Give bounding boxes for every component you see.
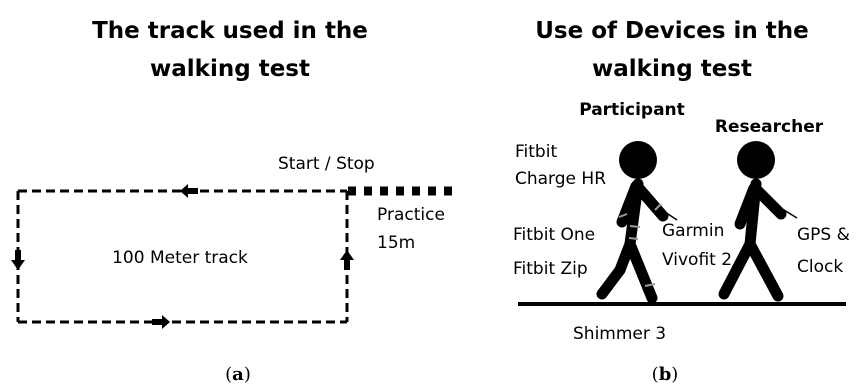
panel-b-title-line1: Use of Devices in the bbox=[535, 18, 809, 44]
fitbit-one-label: Fitbit One bbox=[513, 225, 595, 245]
garmin-marker bbox=[654, 203, 662, 211]
garmin-label-line1: Garmin bbox=[662, 221, 724, 241]
researcher-label: Researcher bbox=[715, 117, 824, 137]
participant-arm-front bbox=[631, 180, 669, 222]
arrow-icon bbox=[152, 315, 170, 329]
fitbit-one-marker bbox=[629, 225, 641, 228]
participant-leg-front bbox=[624, 238, 658, 304]
participant-leg-back-shin bbox=[596, 264, 626, 300]
gps-label-line1: GPS & bbox=[797, 225, 850, 245]
panel-a-title-line2: walking test bbox=[150, 56, 310, 82]
device-markers bbox=[618, 203, 662, 287]
practice-label-line1: Practice bbox=[377, 205, 445, 225]
shimmer-marker bbox=[644, 283, 656, 287]
track-outline bbox=[16, 189, 349, 324]
panel-b-caption: (b) bbox=[652, 364, 679, 385]
panel-a-title-line1: The track used in the bbox=[92, 18, 368, 44]
stick-figure-icon bbox=[718, 141, 787, 302]
arrow-icon bbox=[340, 250, 354, 270]
gps-pointer bbox=[783, 209, 798, 219]
stick-figure-icon bbox=[596, 141, 669, 304]
arrow-icon bbox=[11, 250, 25, 270]
researcher-arm-front bbox=[749, 182, 787, 220]
garmin-pointer bbox=[664, 211, 678, 221]
fitbit-charge-marker bbox=[618, 213, 628, 218]
panel-a: The track used in the walking test Start… bbox=[11, 18, 456, 385]
researcher-leg-front bbox=[744, 238, 784, 302]
panel-a-caption: (a) bbox=[225, 364, 251, 385]
fitbit-charge-label-line2: Charge HR bbox=[515, 169, 606, 189]
arrow-icon bbox=[180, 184, 198, 198]
track-label: 100 Meter track bbox=[112, 248, 248, 268]
researcher-leg-back bbox=[718, 238, 756, 300]
pointer-lines bbox=[664, 209, 798, 221]
fitbit-zip-marker bbox=[628, 237, 639, 240]
practice-label-line2: 15m bbox=[377, 233, 415, 253]
researcher-arm-back bbox=[734, 182, 760, 230]
participant-head bbox=[619, 141, 657, 179]
gps-label-line2: Clock bbox=[797, 257, 843, 277]
garmin-label-line2: Vivofit 2 bbox=[662, 250, 732, 270]
participant-label: Participant bbox=[579, 100, 685, 120]
fitbit-charge-label-line1: Fitbit bbox=[515, 142, 557, 162]
shimmer-label: Shimmer 3 bbox=[573, 324, 666, 344]
researcher-head bbox=[737, 141, 775, 179]
panel-b: Use of Devices in the walking test Parti… bbox=[513, 18, 850, 385]
fitbit-zip-label: Fitbit Zip bbox=[513, 259, 588, 279]
panel-b-title-line2: walking test bbox=[592, 56, 752, 82]
start-stop-label: Start / Stop bbox=[278, 154, 375, 174]
